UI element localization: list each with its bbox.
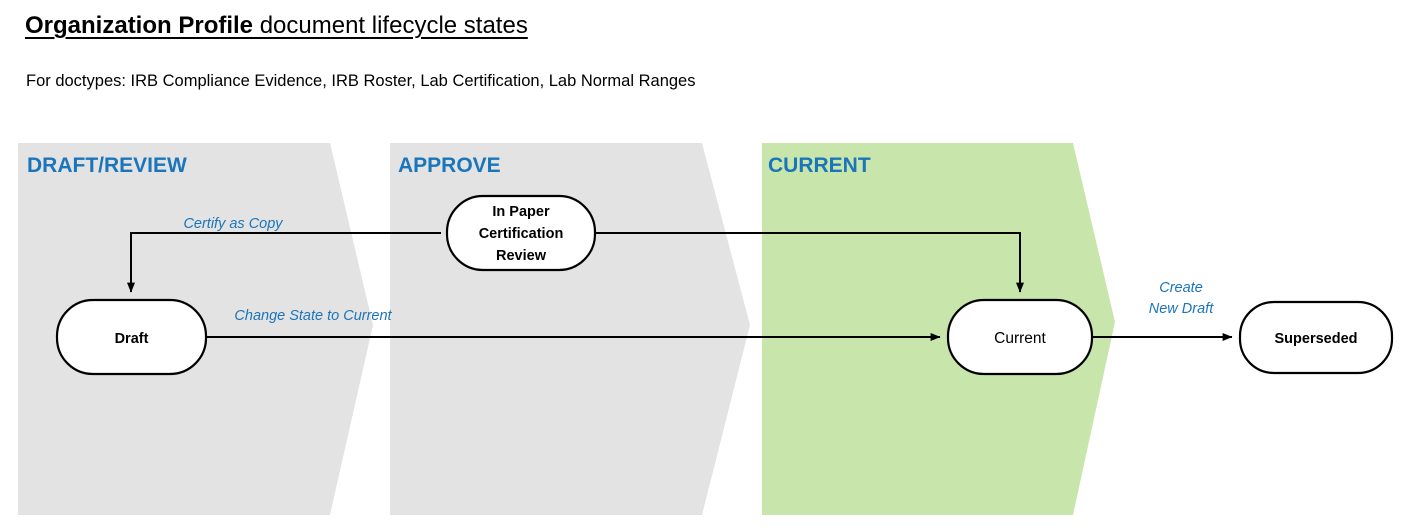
node-draft-shape[interactable] <box>55 298 208 376</box>
node-current[interactable]: Current <box>946 298 1094 376</box>
node-draft-label: Draft <box>115 331 149 347</box>
node-superseded-shape[interactable] <box>1238 300 1394 375</box>
lane-label-current: CURRENT <box>768 154 871 177</box>
edge-label-certify-as-copy: Certify as Copy <box>183 216 283 232</box>
lane-label-approve: APPROVE <box>398 154 501 177</box>
node-review-shape[interactable] <box>445 194 597 272</box>
node-review-label-line2: Certification <box>479 226 564 242</box>
node-review-label-line3: Review <box>496 248 547 264</box>
page-subtitle: For doctypes: IRB Compliance Evidence, I… <box>26 72 696 90</box>
edge-certify-as-copy <box>127 232 441 293</box>
page-title-emphasis: Organization Profile <box>25 12 254 39</box>
edge-label-create-new-draft-line2: New Draft <box>1149 301 1214 317</box>
node-current-label: Current <box>994 330 1046 347</box>
edges <box>127 232 1233 341</box>
lane-current-shape <box>762 143 1115 515</box>
node-current-shape[interactable] <box>946 298 1094 376</box>
page-title-rest: document lifecycle states <box>253 12 528 39</box>
node-in-paper-certification-review[interactable]: In Paper Certification Review <box>445 194 597 272</box>
edge-label-change-state-to-current: Change State to Current <box>234 308 392 324</box>
lane-label-draft-review: DRAFT/REVIEW <box>27 154 187 177</box>
node-superseded[interactable]: Superseded <box>1238 300 1394 375</box>
node-draft[interactable]: Draft <box>55 298 208 376</box>
page-title: Organization Profile document lifecycle … <box>25 11 528 41</box>
node-superseded-label: Superseded <box>1275 331 1358 347</box>
edge-review-to-current <box>595 232 1024 293</box>
edge-label-create-new-draft-line1: Create <box>1159 280 1203 296</box>
node-review-label-line1: In Paper <box>492 204 550 220</box>
